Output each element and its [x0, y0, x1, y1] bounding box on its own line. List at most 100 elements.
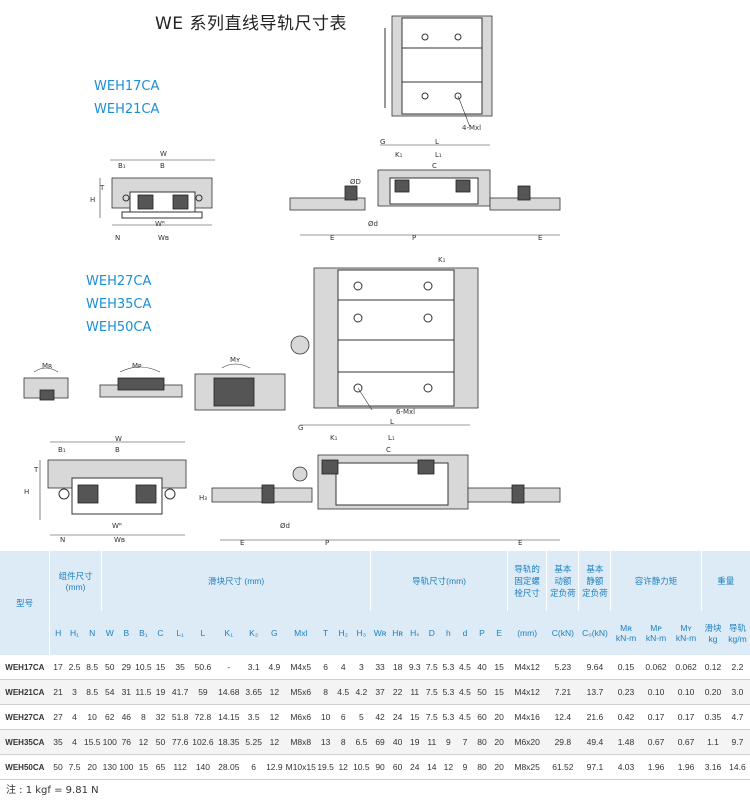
table-cell: 1.96 [641, 754, 672, 780]
table-cell: 69 [370, 729, 390, 755]
subheader-cell: Mʀ kN-m [610, 611, 642, 655]
table-cell: M5x6 [284, 679, 317, 705]
table-cell: 11 [405, 679, 424, 705]
subheader-cell: Mʏ kN-m [671, 611, 702, 655]
table-cell: 4.5 [456, 679, 474, 705]
header-dynamic-load: 基本 动额 定负荷 [546, 551, 579, 611]
table-cell: 12 [264, 729, 285, 755]
table-cell: 40 [473, 655, 491, 680]
table-cell: 59 [191, 679, 215, 705]
dim-e: E [538, 234, 542, 242]
table-cell: 6 [316, 655, 335, 680]
dim-c: C [386, 446, 391, 454]
table-cell: 6 [243, 754, 264, 780]
header-moment: 容许静力矩 [610, 551, 702, 611]
dim-d: Ød [368, 220, 378, 228]
dim-od: ØD [350, 178, 361, 186]
dim-n: N [115, 234, 120, 242]
dim-p: P [412, 234, 416, 242]
table-cell: 0.15 [610, 655, 642, 680]
table-cell: 3.1 [243, 655, 264, 680]
table-cell: 15 [152, 655, 169, 680]
table-cell: 7.5 [66, 754, 83, 780]
table-cell: 14.6 [724, 754, 750, 780]
subheader-cell: Wʀ [370, 611, 390, 655]
table-cell: 14.68 [214, 679, 244, 705]
table-cell: 112 [168, 754, 192, 780]
dim-g: G [380, 138, 385, 146]
table-cell: - [214, 655, 244, 680]
subheader-cell: d [456, 611, 474, 655]
subheader-cell: N [82, 611, 102, 655]
dim-n: N [60, 536, 65, 544]
table-cell: 54 [101, 679, 119, 705]
table-cell: 0.35 [701, 704, 725, 730]
table-cell: 12 [440, 754, 457, 780]
subheader-cell: H₁ [66, 611, 83, 655]
table-cell: M4x12 [507, 679, 547, 705]
table-cell: 0.67 [671, 729, 702, 755]
table-cell: 8 [134, 704, 153, 730]
subheader-cell: K₁ [214, 611, 244, 655]
table-cell: 10 [82, 704, 102, 730]
subheader-cell: 滑块 kg [701, 611, 725, 655]
table-cell: 3.65 [243, 679, 264, 705]
subheader-cell: B [118, 611, 135, 655]
table-cell: 8 [316, 679, 335, 705]
dim-k1: K₁ [330, 434, 338, 442]
table-cell: 5.3 [440, 679, 457, 705]
table-cell: 13.7 [578, 679, 611, 705]
subheader-cell: D [423, 611, 441, 655]
table-cell: 10 [316, 704, 335, 730]
header-rail: 导轨尺寸(mm) [370, 551, 508, 611]
table-cell: 9.7 [724, 729, 750, 755]
table-cell: M6x20 [507, 729, 547, 755]
model-cell: WEH50CA [0, 754, 50, 780]
table-cell: 80 [473, 754, 491, 780]
table-cell: 21 [49, 679, 67, 705]
table-cell: 41.7 [168, 679, 192, 705]
subheader-cell: C [152, 611, 169, 655]
table-cell: 18.35 [214, 729, 244, 755]
table-cell: 7.5 [423, 704, 441, 730]
subheader-cell: E [490, 611, 508, 655]
dim-b: B [160, 162, 165, 170]
side-view-large: G L K₁ L₁ C H₃ Ød E P E [199, 418, 561, 547]
table-cell: M4x16 [507, 704, 547, 730]
header-model: 型号 [0, 551, 50, 655]
table-cell: 100 [118, 754, 135, 780]
table-cell: 15.5 [82, 729, 102, 755]
table-cell: M8x25 [507, 754, 547, 780]
table-cell: 40 [389, 729, 406, 755]
header-weight: 重量 [700, 551, 750, 611]
table-cell: 20 [490, 704, 508, 730]
table-cell: 11.5 [134, 679, 153, 705]
table-cell: 37 [370, 679, 390, 705]
table-cell: 97.1 [578, 754, 611, 780]
model-label: WEH27CA [86, 274, 152, 289]
mxl-label: 6-Mxl [396, 408, 415, 416]
spec-table: 型号 组件尺寸 (mm) 滑块尺寸 (mm) 导轨尺寸(mm) 导轨的 固定螺 … [0, 551, 750, 780]
table-cell: 12.9 [264, 754, 285, 780]
subheader-cell: P [473, 611, 491, 655]
dim-k1: K₁ [438, 256, 446, 264]
table-cell: 62 [101, 704, 119, 730]
table-cell: 3.5 [243, 704, 264, 730]
table-cell: 60 [473, 704, 491, 730]
table-cell: 12.4 [546, 704, 579, 730]
table-cell: 14 [423, 754, 441, 780]
table-cell: 9.64 [578, 655, 611, 680]
table-cell: 50 [49, 754, 67, 780]
dim-e: E [518, 539, 522, 547]
table-cell: 50.6 [191, 655, 215, 680]
subheader-cell: Hʀ [389, 611, 406, 655]
model-cell: WEH17CA [0, 655, 50, 680]
table-cell: 6.5 [351, 729, 371, 755]
dim-h: H [90, 196, 95, 204]
table-cell: 14.15 [214, 704, 244, 730]
table-cell: 5 [351, 704, 371, 730]
technical-drawings: 4-Mxl W B B₁ H T Wᴿ Wʙ N G L K₁ L₁ [23, 15, 561, 547]
table-cell: 4.5 [334, 679, 352, 705]
subheader-cell: W [101, 611, 119, 655]
